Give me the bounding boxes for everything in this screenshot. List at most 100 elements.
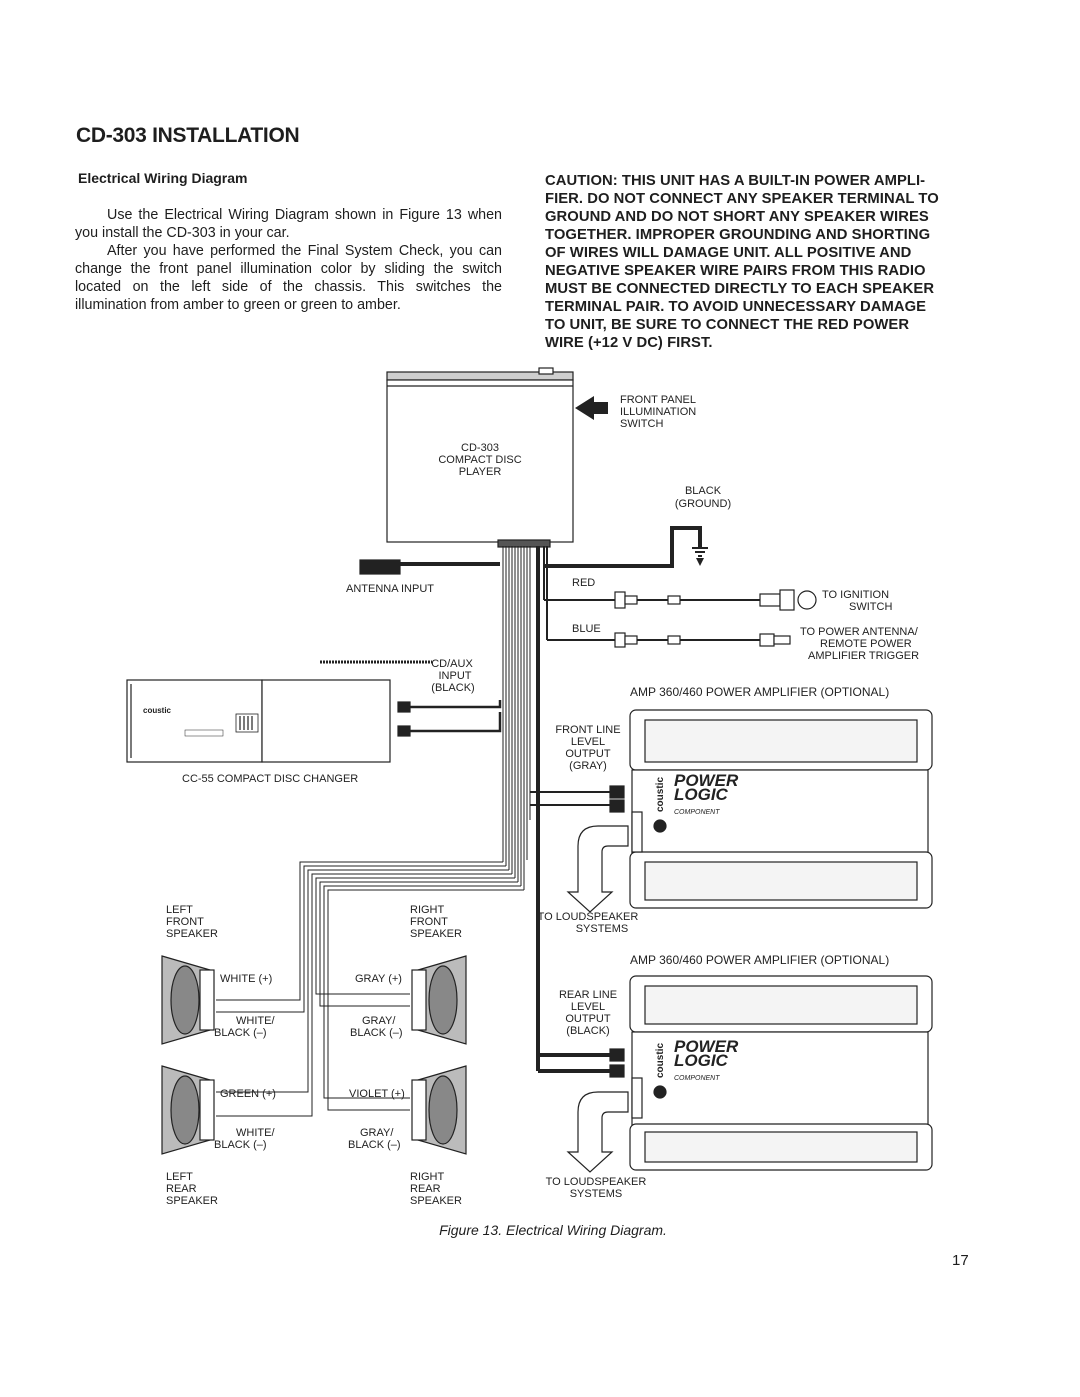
front-panel-label-line: SWITCH	[620, 418, 663, 430]
ignition-connector	[779, 589, 795, 611]
ground-label-line: (GROUND)	[675, 498, 731, 510]
right-front-label: FRONT	[410, 916, 448, 928]
amp2-title: AMP 360/460 POWER AMPLIFIER (OPTIONAL)	[630, 953, 889, 967]
caution-notice: CAUTION: THIS UNIT HAS A BUILT-IN POWER …	[545, 172, 970, 352]
left-rear-label: LEFT	[166, 1171, 193, 1183]
speaker-right-front	[411, 955, 467, 1045]
page-number: 17	[952, 1252, 969, 1269]
left-rear-label: REAR	[166, 1183, 197, 1195]
front-line-label-line: FRONT LINE	[555, 724, 620, 736]
amp1-brand: coustic	[655, 777, 666, 812]
changer-label: CC-55 COMPACT DISC CHANGER	[182, 773, 358, 785]
loudspeaker-label-line: SYSTEMS	[576, 923, 629, 935]
paragraph-1: Use the Electrical Wiring Diagram shown …	[75, 207, 502, 241]
curved-arrow-icon	[566, 825, 629, 913]
front-line-label-line: (GRAY)	[569, 760, 607, 772]
cd-player-unit	[386, 367, 574, 548]
ground-wire	[545, 526, 702, 568]
amp2-brand: coustic	[655, 1043, 666, 1078]
amp1-logo-line: POWER	[674, 771, 739, 790]
left-front-label: FRONT	[166, 916, 204, 928]
rca-plug	[397, 725, 411, 737]
aux-label-line: CD/AUX	[431, 658, 473, 670]
right-front-label: RIGHT	[410, 904, 445, 916]
right-rear-label: SPEAKER	[410, 1195, 462, 1207]
caution-line: CAUTION: THIS UNIT HAS A BUILT-IN POWER …	[545, 173, 926, 189]
wire-label-violet-plus: VIOLET (+)	[349, 1088, 405, 1100]
rear-line-label-line: (BLACK)	[566, 1025, 609, 1037]
right-rear-label: RIGHT	[410, 1171, 445, 1183]
intro-text: Use the Electrical Wiring Diagram shown …	[75, 206, 502, 314]
rear-line-label-line: REAR LINE	[559, 989, 617, 1001]
antenna-label: ANTENNA INPUT	[346, 583, 434, 595]
amplifier-1	[629, 709, 933, 909]
aux-label-line: (BLACK)	[431, 682, 474, 694]
section-heading: Electrical Wiring Diagram	[78, 170, 248, 186]
caution-line: TOGETHER. IMPROPER GROUNDING AND SHORTIN…	[545, 227, 931, 243]
caution-line: GROUND AND DO NOT SHORT ANY SPEAKER WIRE…	[545, 209, 929, 225]
right-rear-label: REAR	[410, 1183, 441, 1195]
speaker-wires	[216, 861, 524, 1117]
speaker-left-rear	[161, 1065, 215, 1155]
left-front-label: LEFT	[166, 904, 193, 916]
rca-plug	[609, 1048, 625, 1062]
caution-line: WIRE (+12 V DC) FIRST.	[545, 335, 713, 351]
loudspeaker-label-line: SYSTEMS	[570, 1188, 623, 1200]
rca-plug	[609, 785, 625, 799]
caution-line: NEGATIVE SPEAKER WIRE PAIRS FROM THIS RA…	[545, 263, 926, 279]
loudspeaker-label-line: TO LOUDSPEAKER	[546, 1176, 647, 1188]
front-line-label-line: LEVEL	[571, 736, 605, 748]
wire-harness	[502, 546, 548, 1055]
caution-line: FIER. DO NOT CONNECT ANY SPEAKER TERMINA…	[545, 191, 939, 207]
right-front-label: SPEAKER	[410, 928, 462, 940]
ignition-label-line: SWITCH	[849, 601, 892, 613]
rca-plug	[609, 1064, 625, 1078]
rear-line-label-line: LEVEL	[571, 1001, 605, 1013]
front-line-label-line: OUTPUT	[565, 748, 611, 760]
figure-caption: Figure 13. Electrical Wiring Diagram.	[439, 1222, 667, 1238]
red-wire-label: RED	[572, 577, 595, 589]
wire-label-lf-neg: WHITE/	[236, 1015, 275, 1027]
amp2-logo-line: POWER	[674, 1037, 739, 1056]
caution-line: TERMINAL PAIR. TO AVOID UNNECESSARY DAMA…	[545, 299, 927, 315]
player-label-line: CD-303	[461, 442, 499, 454]
caution-line: OF WIRES WILL DAMAGE UNIT. ALL POSITIVE …	[545, 245, 912, 261]
left-front-label: SPEAKER	[166, 928, 218, 940]
amp2-component: COMPONENT	[674, 1075, 720, 1082]
amp1-component: COMPONENT	[674, 809, 720, 816]
curved-arrow-icon	[566, 1091, 629, 1173]
arrow-left-icon	[575, 396, 608, 420]
wire-label-rf-neg: BLACK (–)	[350, 1027, 403, 1039]
wire-label-lf-neg: BLACK (–)	[214, 1027, 267, 1039]
ground-symbol-icon	[692, 547, 708, 566]
wire-label-gray-plus: GRAY (+)	[355, 973, 402, 985]
wire-label-green-plus: GREEN (+)	[220, 1088, 276, 1100]
amp1-logo-line: LOGIC	[674, 785, 729, 804]
speaker-right-rear	[411, 1065, 467, 1155]
wire-label-rr-neg: GRAY/	[360, 1127, 394, 1139]
ignition-label-line: TO IGNITION	[822, 589, 889, 601]
amplifier-2	[629, 975, 933, 1171]
blue-wire-label: BLUE	[572, 623, 601, 635]
wire-label-rf-neg: GRAY/	[362, 1015, 396, 1027]
cd-changer-unit	[126, 679, 391, 763]
power-antenna-label-line: AMPLIFIER TRIGGER	[808, 650, 919, 662]
rca-plug	[397, 701, 411, 713]
fuse-holder	[614, 591, 626, 609]
caution-line: TO UNIT, BE SURE TO CONNECT THE RED POWE…	[545, 317, 910, 333]
antenna-plug	[359, 559, 401, 575]
ground-label-line: BLACK	[685, 485, 722, 497]
amp2-logo-line: LOGIC	[674, 1051, 729, 1070]
ring-terminal-icon	[797, 590, 817, 610]
paragraph-2: After you have performed the Final Syste…	[75, 243, 502, 313]
caution-line: MUST BE CONNECTED DIRECTLY TO EACH SPEAK…	[545, 281, 935, 297]
changer-brand: coustic	[143, 706, 172, 715]
wire-label-lr-neg: BLACK (–)	[214, 1139, 267, 1151]
wire-label-lr-neg: WHITE/	[236, 1127, 275, 1139]
spade-connector	[773, 635, 791, 645]
page-title: CD-303 INSTALLATION	[76, 124, 300, 147]
wire-label-white-plus: WHITE (+)	[220, 973, 272, 985]
rear-line-label-line: OUTPUT	[565, 1013, 611, 1025]
player-label-line: PLAYER	[459, 466, 502, 478]
